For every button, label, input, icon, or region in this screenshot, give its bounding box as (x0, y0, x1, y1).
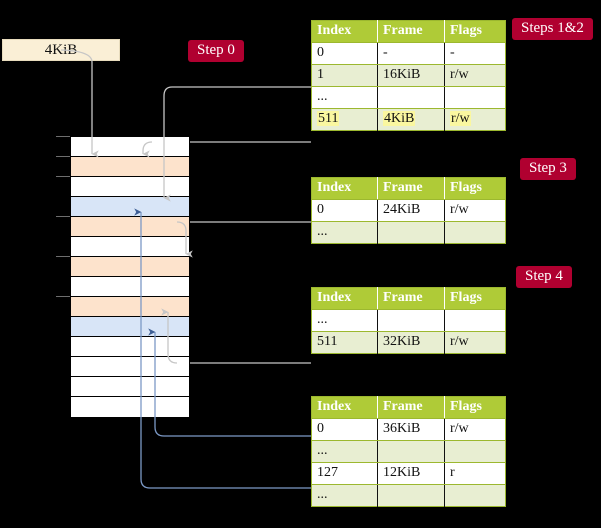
badge-step-4: Step 4 (516, 266, 572, 288)
cell-frame (377, 86, 445, 109)
cell-frame: 32KiB (377, 331, 445, 354)
cell-index: 0 (311, 199, 378, 222)
memory-frame-row (71, 397, 189, 417)
cell-frame (377, 221, 445, 244)
badge-step-0: Step 0 (188, 40, 244, 62)
memory-frame-row (71, 157, 189, 177)
memory-frame-row (71, 377, 189, 397)
cell-frame: 4KiB (377, 108, 445, 131)
cell-frame: - (377, 42, 445, 65)
cell-flags (444, 484, 506, 507)
cell-flags (444, 440, 506, 463)
memory-frame-row (71, 237, 189, 257)
cell-frame: 36KiB (377, 418, 445, 441)
cell-index: 511 (311, 108, 378, 131)
column-header-flags: Flags (444, 287, 506, 310)
memory-frame-row (71, 257, 189, 277)
column-header-index: Index (311, 396, 378, 419)
memory-frame-row (71, 177, 189, 197)
column-header-frame: Frame (377, 287, 445, 310)
memory-tick (56, 136, 70, 137)
cell-flags: r (444, 462, 506, 485)
cell-index: ... (311, 484, 378, 507)
table-row: ... (311, 221, 506, 244)
column-header-flags: Flags (444, 177, 506, 200)
highlighted-value: 511 (317, 111, 340, 126)
cell-flags: r/w (444, 418, 506, 441)
badge-steps-1-2: Steps 1&2 (512, 18, 593, 40)
column-header-frame: Frame (377, 20, 445, 43)
cell-index: ... (311, 86, 378, 109)
cell-index: 0 (311, 418, 378, 441)
cell-index: ... (311, 440, 378, 463)
cell-flags (444, 86, 506, 109)
cell-index: 1 (311, 64, 378, 87)
memory-frame-row (71, 197, 189, 217)
memory-tick (56, 216, 70, 217)
cell-flags (444, 221, 506, 244)
highlighted-value: 4KiB (383, 111, 416, 126)
column-header-frame: Frame (377, 396, 445, 419)
column-header-index: Index (311, 177, 378, 200)
memory-frame-row (71, 277, 189, 297)
memory-tick (56, 296, 70, 297)
cell-index: 511 (311, 331, 378, 354)
cell-frame (377, 309, 445, 332)
column-header-flags: Flags (444, 20, 506, 43)
cell-index: 127 (311, 462, 378, 485)
column-header-flags: Flags (444, 396, 506, 419)
column-header-index: Index (311, 20, 378, 43)
cell-frame: 24KiB (377, 199, 445, 222)
memory-tick (56, 256, 70, 257)
badge-step-3: Step 3 (520, 158, 576, 180)
cell-flags: r/w (444, 199, 506, 222)
memory-frame-row (71, 357, 189, 377)
cell-flags: r/w (444, 108, 506, 131)
column-header-index: Index (311, 287, 378, 310)
physical-memory-column (70, 136, 190, 417)
highlighted-value: r/w (450, 111, 471, 126)
table-row: ... (311, 440, 506, 463)
table-row: ... (311, 86, 506, 109)
memory-frame-row (71, 137, 189, 157)
cell-flags: r/w (444, 331, 506, 354)
cell-flags (444, 309, 506, 332)
cell-flags: - (444, 42, 506, 65)
cell-index: ... (311, 309, 378, 332)
memory-frame-row (71, 297, 189, 317)
table-row: ... (311, 484, 506, 507)
table-row: 511 4KiB r/w (311, 108, 506, 131)
memory-frame-row (71, 337, 189, 357)
memory-frame-row (71, 217, 189, 237)
table-row: ... (311, 309, 506, 332)
memory-tick (56, 156, 70, 157)
frame-label-4kib: 4KiB (2, 39, 120, 61)
column-header-frame: Frame (377, 177, 445, 200)
cell-index: ... (311, 221, 378, 244)
cell-frame (377, 484, 445, 507)
memory-frame-row (71, 317, 189, 337)
table-row: 0-- (311, 42, 506, 65)
memory-tick (56, 176, 70, 177)
cell-index: 0 (311, 42, 378, 65)
cell-frame: 16KiB (377, 64, 445, 87)
cell-flags: r/w (444, 64, 506, 87)
cell-frame (377, 440, 445, 463)
cell-frame: 12KiB (377, 462, 445, 485)
